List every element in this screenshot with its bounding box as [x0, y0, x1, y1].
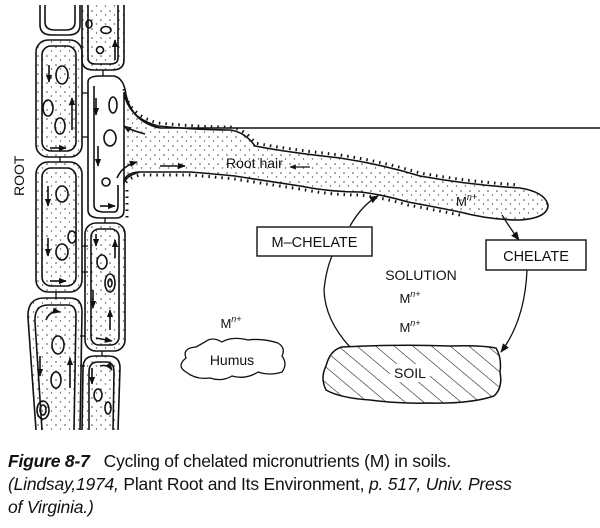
ion-label-solution-1: Mn+ — [399, 289, 420, 306]
root-hair — [122, 88, 549, 221]
figure-number: Figure 8-7 — [8, 451, 90, 471]
chelate-box: CHELATE — [485, 239, 587, 271]
solution-label: SOLUTION — [385, 267, 457, 283]
root-tissue — [27, 5, 600, 430]
arc-soil-to-mchelate — [323, 255, 351, 348]
citation-page: p. 517, Univ. Press — [368, 474, 512, 494]
caption-line-3: of Virginia.) — [8, 496, 598, 519]
arrow-mchelate-to-root-hair — [349, 195, 379, 227]
citation-source: Plant Root and Its Environment, — [123, 474, 365, 494]
citation-publisher: of Virginia.) — [8, 497, 94, 517]
humus-label: Humus — [210, 352, 254, 368]
ion-label-root-hair: Mn+ — [456, 192, 477, 209]
root-cell — [35, 39, 83, 158]
root-cell — [35, 161, 83, 293]
humus: Humus — [180, 337, 286, 381]
m-chelate-box: M–CHELATE — [256, 226, 373, 257]
arrow-chelate-to-soil — [500, 269, 528, 353]
figure-caption: Figure 8-7 Cycling of chelated micronutri… — [8, 450, 598, 519]
root-cell — [81, 5, 125, 71]
chelate-cycling-diagram: Root hair ROOT Mn+ M–CHELATE CHELATE SOL… — [11, 5, 600, 430]
root-cell — [81, 355, 121, 430]
soil-label: SOIL — [394, 365, 426, 381]
root-cell — [39, 5, 81, 36]
m-chelate-label: M–CHELATE — [272, 235, 358, 251]
citation-author: (Lindsay,1974, — [8, 474, 119, 494]
caption-line-1: Figure 8-7 Cycling of chelated micronutri… — [8, 450, 598, 473]
ion-label-solution-2: Mn+ — [399, 318, 420, 335]
soil: SOIL — [322, 344, 502, 404]
root-cell — [27, 297, 83, 430]
ion-label-humus: Mn+ — [220, 314, 241, 331]
root-label: ROOT — [11, 155, 27, 196]
chelate-label: CHELATE — [503, 249, 569, 265]
arrow-root-hair-to-chelate — [501, 214, 520, 241]
cell-junctions — [55, 70, 106, 367]
cycle-arrows — [323, 195, 528, 353]
root-cell — [84, 222, 126, 352]
caption-line-2: (Lindsay,1974, Plant Root and Its Enviro… — [8, 473, 598, 496]
caption-title: Cycling of chelated micronutrients (M) i… — [103, 451, 452, 471]
root-hair-label: Root hair — [226, 155, 283, 171]
